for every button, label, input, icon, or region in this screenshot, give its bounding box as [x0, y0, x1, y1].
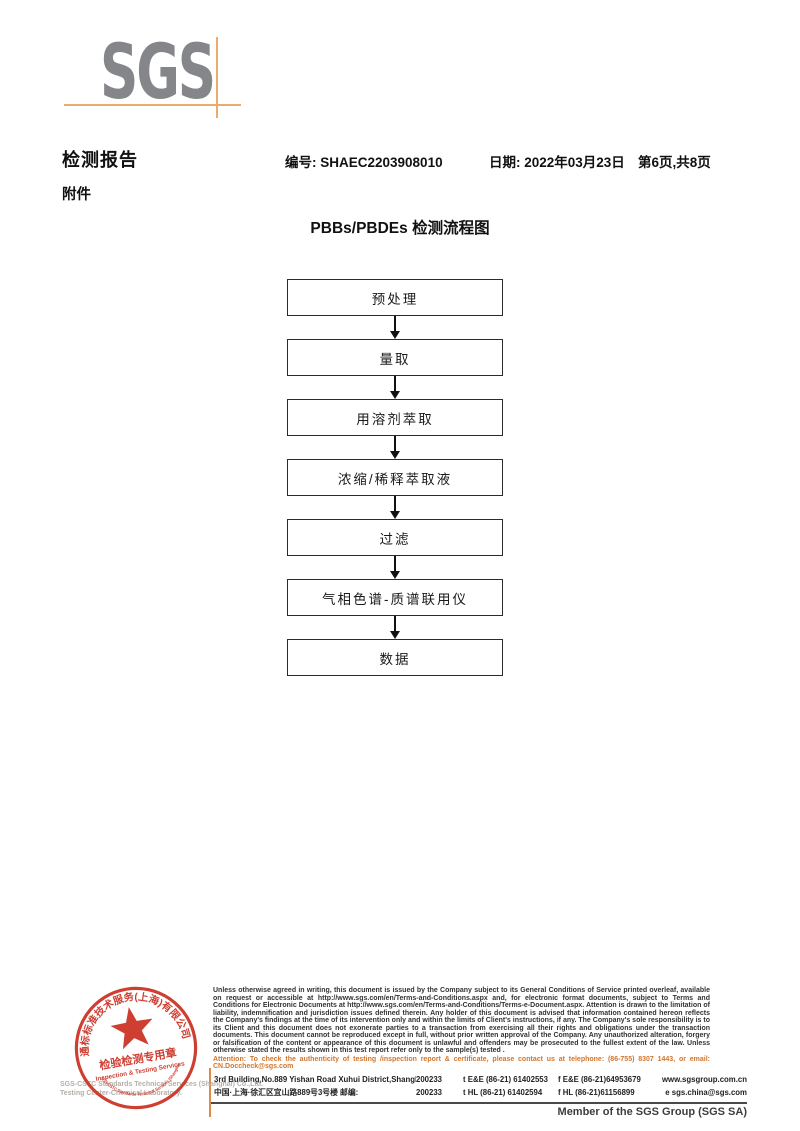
- flow-step-measure: 量取: [287, 339, 503, 376]
- seal-star-icon: [110, 1007, 153, 1050]
- street-en: 3rd Building,No.889 Yishan Road Xuhui Di…: [214, 1075, 416, 1084]
- flow-step-pretreatment: 预处理: [287, 279, 503, 316]
- street-cn: 中国·上海·徐汇区宜山路889号3号楼 邮编:: [214, 1088, 359, 1097]
- address-row-en: 3rd Building,No.889 Yishan Road Xuhui Di…: [214, 1073, 747, 1086]
- email: e sgs.china@sgs.com: [665, 1088, 747, 1097]
- tel-hl: t HL (86-21) 61402594: [463, 1088, 543, 1097]
- attachment-label: 附件: [62, 187, 91, 203]
- address-row-cn: 中国·上海·徐汇区宜山路889号3号楼 邮编: 200233 t HL (86-…: [214, 1086, 747, 1099]
- arrow-down-icon: [287, 436, 503, 459]
- arrow-down-icon: [287, 616, 503, 639]
- address-block: 3rd Building,No.889 Yishan Road Xuhui Di…: [214, 1073, 747, 1099]
- legal-block: Unless otherwise agreed in writing, this…: [213, 987, 710, 1071]
- legal-disclaimer-text: Unless otherwise agreed in writing, this…: [213, 987, 710, 1054]
- zip-en: 200233: [416, 1075, 443, 1084]
- sgs-logo: SGS: [100, 27, 216, 116]
- flow-step-concentrate-dilute: 浓缩/稀释萃取液: [287, 459, 503, 496]
- flow-step-filter: 过滤: [287, 519, 503, 556]
- tel-ee: t E&E (86-21) 61402553: [463, 1075, 548, 1084]
- flowchart: 预处理 量取 用溶剂萃取 浓缩/稀释萃取液 过滤 气相色谱-质谱联用仪 数据: [287, 279, 503, 676]
- footer-rule: [211, 1102, 747, 1104]
- fax-hl: f HL (86-21)61156899: [558, 1088, 635, 1097]
- report-title: 检测报告: [62, 150, 138, 170]
- zip-cn: 200233: [416, 1088, 443, 1097]
- logo-horizontal-line: [64, 104, 241, 106]
- company-name-en: SGS-CSTC Standards Technical Services (S…: [60, 1081, 263, 1088]
- arrow-down-icon: [287, 556, 503, 579]
- report-number: 编号: SHAEC2203908010: [285, 155, 443, 170]
- flow-step-solvent-extraction: 用溶剂萃取: [287, 399, 503, 436]
- flowchart-title: PBBs/PBDEs 检测流程图: [310, 220, 490, 237]
- flow-step-data: 数据: [287, 639, 503, 676]
- logo-vertical-line: [216, 37, 218, 118]
- company-name-block: SGS-CSTC Standards Technical Services (S…: [60, 1080, 263, 1098]
- page-indicator: 第6页,共8页: [638, 155, 711, 170]
- website: www.sgsgroup.com.cn: [661, 1075, 747, 1084]
- report-date: 日期: 2022年03月23日: [489, 155, 625, 170]
- company-seal-icon: 通标标准技术服务(上海)有限公司 SGS-CSTC Standards Tech…: [57, 972, 213, 1125]
- arrow-down-icon: [287, 496, 503, 519]
- flow-step-gcms: 气相色谱-质谱联用仪: [287, 579, 503, 616]
- arrow-down-icon: [287, 316, 503, 339]
- fax-ee: f E&E (86-21)64953679: [558, 1075, 641, 1084]
- sgs-member-line: Member of the SGS Group (SGS SA): [557, 1106, 747, 1118]
- arrow-down-icon: [287, 376, 503, 399]
- attention-text: Attention: To check the authenticity of …: [213, 1055, 710, 1071]
- footer-vertical-divider: [209, 1068, 211, 1117]
- company-department: Testing Center-Chemical Laboratory.: [60, 1090, 182, 1097]
